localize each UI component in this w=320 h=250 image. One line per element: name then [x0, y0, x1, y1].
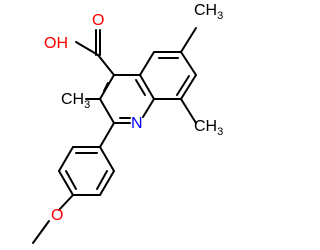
c6-c7-bond	[180, 51, 197, 76]
c4-c3-double-bond	[103, 82, 109, 92]
molecule-structure: O OH N O CH3 CH3 CH3	[32, 2, 223, 244]
methoxy-oxygen-label: O	[51, 207, 63, 224]
c8a-c4a-bond	[139, 74, 155, 100]
atom-labels: O OH N O CH3 CH3 CH3	[44, 2, 223, 224]
n-c8a-bond	[142, 98, 155, 118]
aryl-bond-6	[99, 146, 115, 172]
aryl-double-bond-2	[65, 170, 77, 190]
c6-methyl-bond	[180, 27, 197, 53]
c8a-c4a-double-bond	[135, 79, 146, 96]
c3-c2-bond	[99, 98, 115, 124]
c7-c8-double-bond	[176, 75, 190, 96]
aryl-double-bond-3	[96, 170, 108, 190]
c8-methyl-text: CH	[194, 118, 217, 135]
aryl-o-bond	[58, 194, 74, 211]
ring-nitrogen-label: N	[131, 115, 143, 132]
structure-diagram: O OH N O CH3 CH3 CH3	[32, 2, 224, 244]
c4a-c5-bond	[139, 51, 155, 76]
c6-methyl-subscript: 3	[217, 10, 223, 22]
c6-methyl-label: CH3	[194, 2, 223, 22]
aryl-bond-3	[58, 170, 74, 196]
aryl-bond-2	[58, 146, 74, 172]
bond-lines	[32, 27, 197, 244]
c3-methyl-label: CH3	[61, 91, 90, 111]
c7-c8-bond	[180, 74, 197, 100]
acid-hydroxyl-label: OH	[44, 35, 68, 52]
acid-carbonyl-oxygen-label: O	[92, 12, 104, 29]
c8-methyl-bond	[180, 98, 197, 124]
c6-methyl-text: CH	[194, 2, 217, 19]
c3-methyl-subscript: 3	[84, 99, 90, 111]
c2-aryl-bond	[99, 122, 115, 148]
aryl-bond-5	[99, 170, 115, 196]
c3-methyl-text: CH	[61, 91, 84, 108]
acid-c4-bond	[97, 54, 115, 76]
c8-methyl-subscript: 3	[217, 126, 223, 138]
c8-methyl-label: CH3	[194, 118, 223, 138]
o-methyl-bond	[32, 220, 50, 244]
acid-c-oh-bond	[75, 41, 99, 56]
